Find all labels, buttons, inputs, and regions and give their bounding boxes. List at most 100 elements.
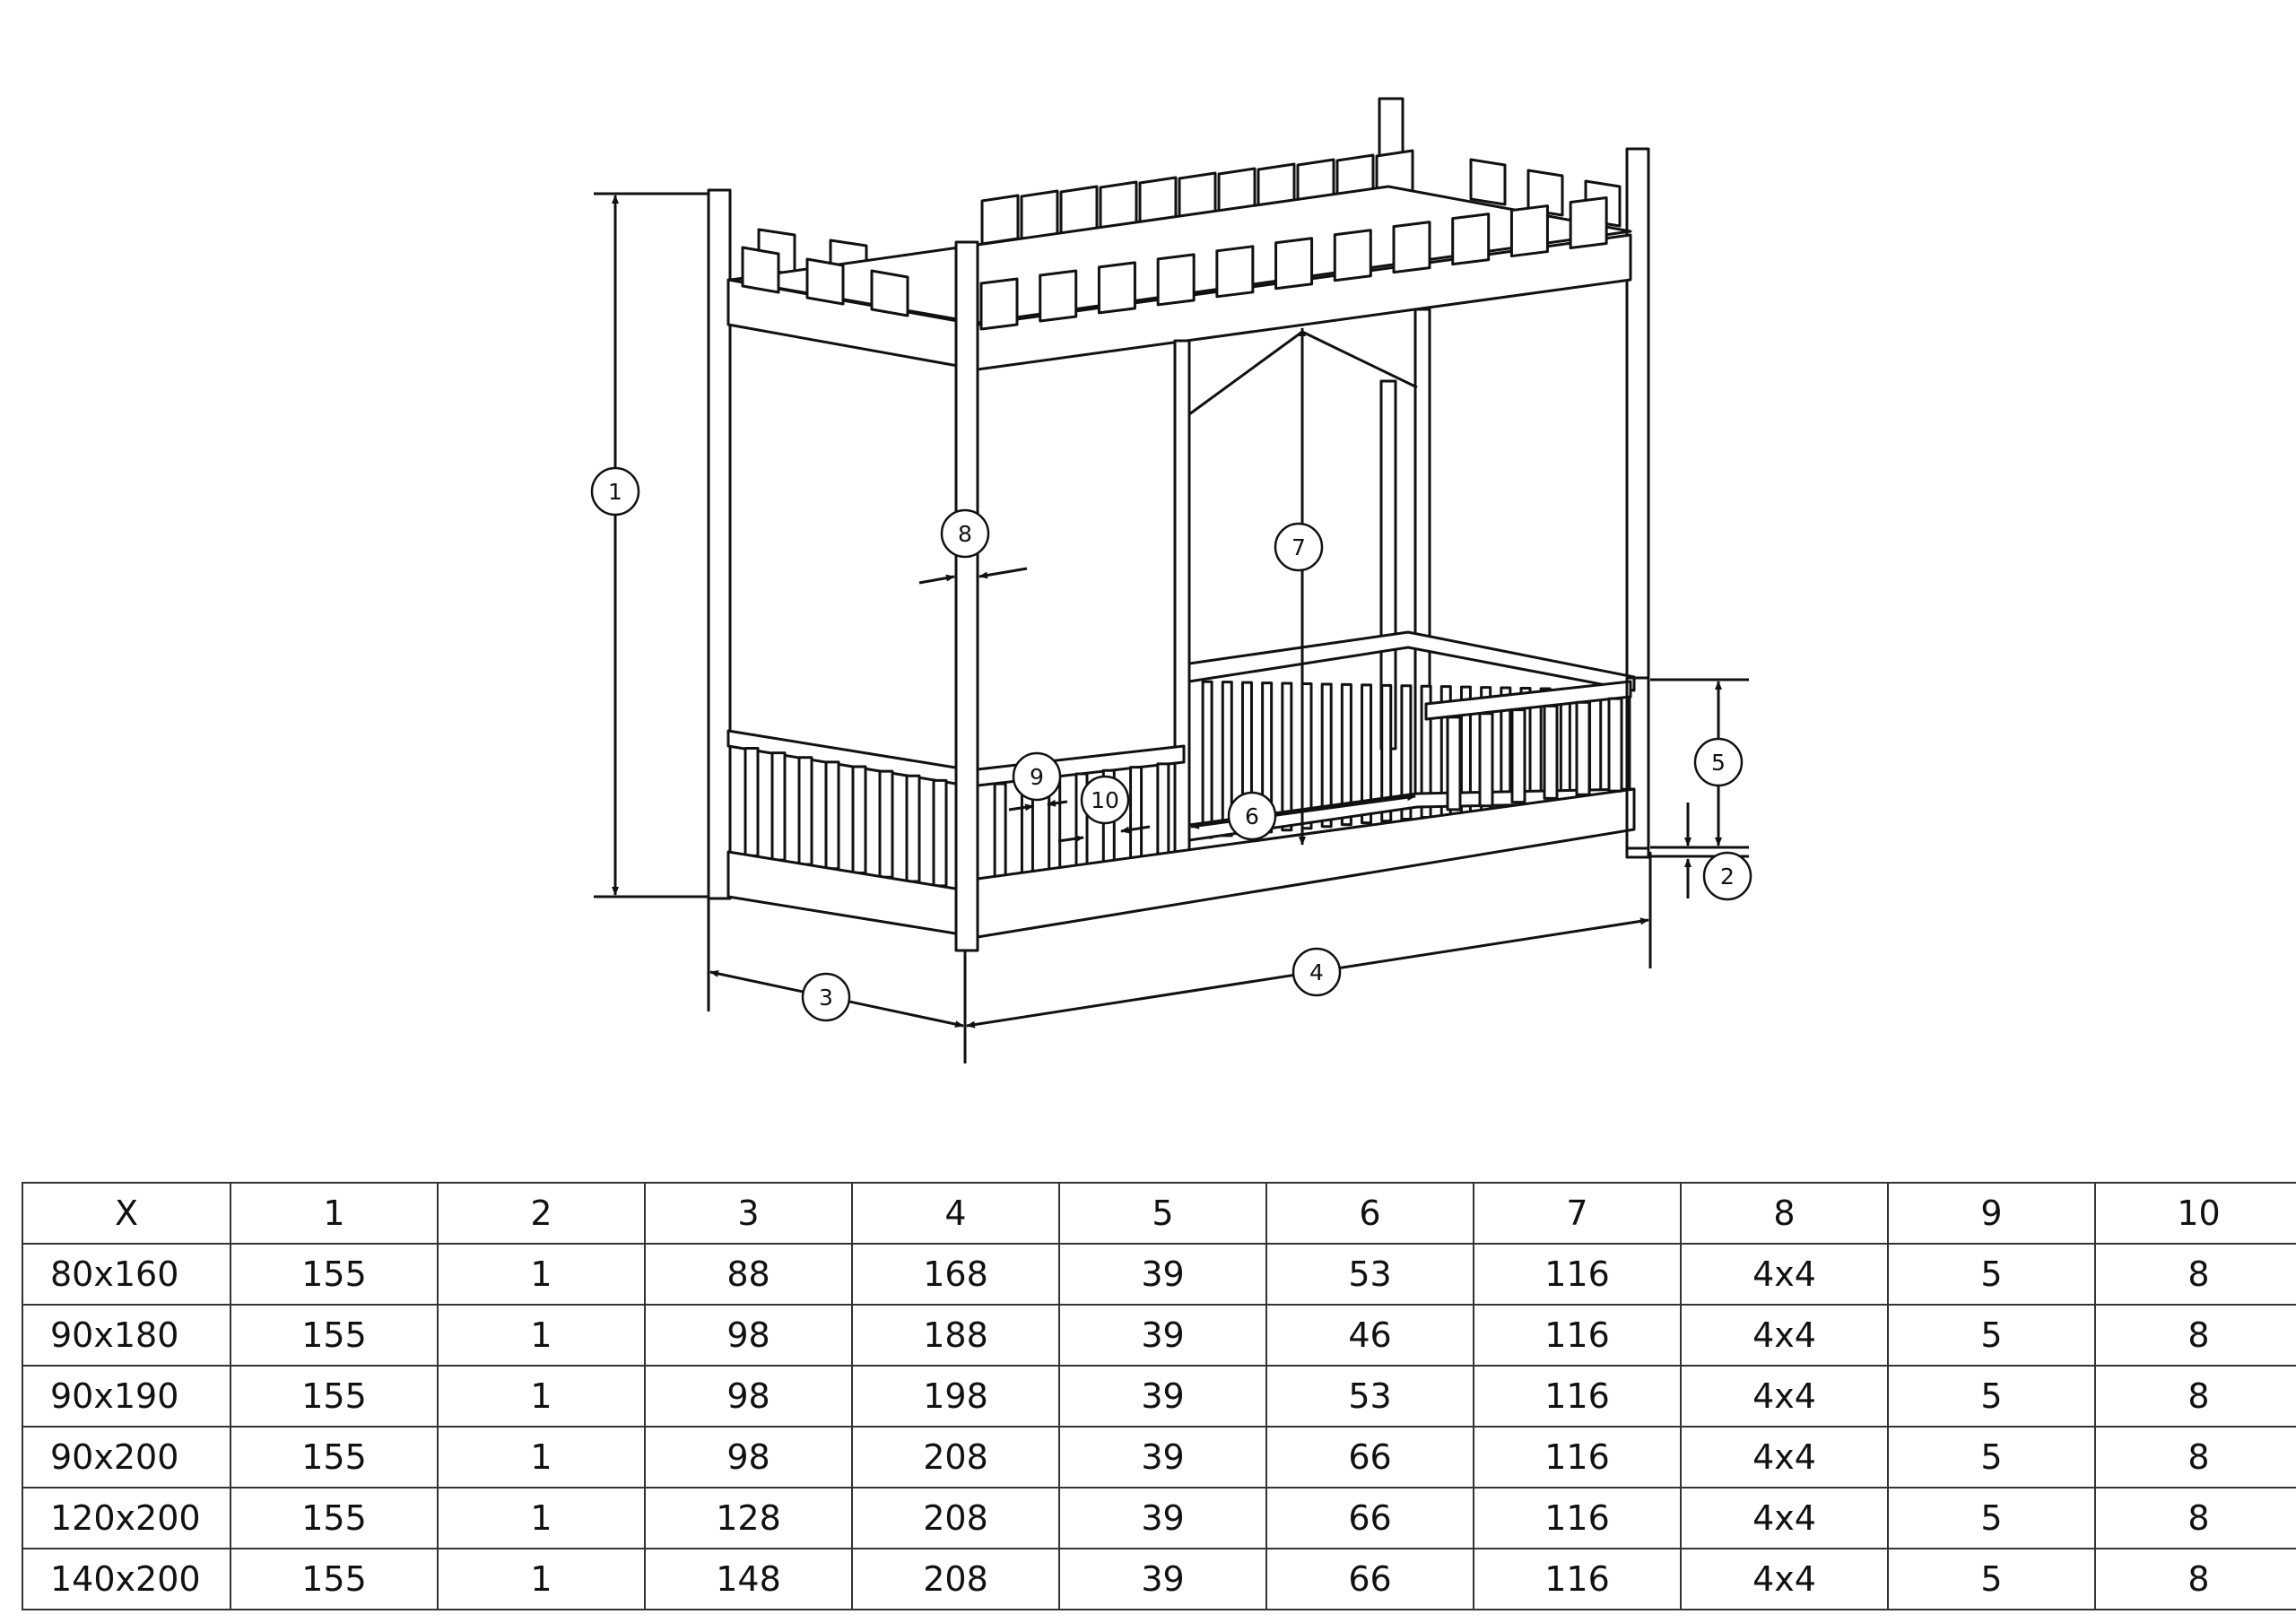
callout-circle: [1080, 775, 1130, 825]
table-cell: 1: [437, 1487, 646, 1549]
far-merlon: [1020, 189, 1059, 241]
table-cell: 4x4: [1680, 1304, 1889, 1367]
table-cell: 116: [1473, 1304, 1682, 1367]
rail-slat: [1156, 762, 1170, 855]
table-cell: 148: [644, 1548, 853, 1610]
rail-slat: [797, 756, 813, 866]
header-cell: 5: [1058, 1182, 1267, 1245]
dimension-1: [594, 192, 709, 898]
near-merlon: [1509, 204, 1549, 258]
header-cell: 2: [437, 1182, 646, 1245]
rail-slat: [1446, 716, 1462, 812]
row-size-cell: 80x160: [22, 1243, 231, 1306]
far-merlon: [1469, 158, 1507, 206]
table-cell: 4x4: [1680, 1487, 1889, 1549]
table-cell: 4x4: [1680, 1426, 1889, 1488]
header-cell: 6: [1265, 1182, 1474, 1245]
callout-number: 8: [958, 521, 972, 547]
near-merlon: [1039, 269, 1078, 323]
table-cell: 39: [1058, 1426, 1267, 1488]
callout-1: 1: [590, 466, 640, 516]
table-cell: 39: [1058, 1548, 1267, 1610]
callout-number: 3: [819, 985, 833, 1011]
table-cell: 53: [1265, 1365, 1474, 1428]
header-cell: 3: [644, 1182, 853, 1245]
table-cell: 46: [1265, 1304, 1474, 1367]
header-cell: 4: [851, 1182, 1060, 1245]
row-size-cell: 120x200: [22, 1487, 231, 1549]
table-cell: 4x4: [1680, 1243, 1889, 1306]
callout-circle: [801, 972, 851, 1022]
rail-slat: [1510, 708, 1526, 804]
dimension-9: [1008, 799, 1068, 812]
callout-5: 5: [1693, 737, 1744, 787]
dimension-lines: [594, 192, 1749, 1063]
table-cell: 208: [851, 1487, 1060, 1549]
callout-7: 7: [1274, 522, 1324, 572]
callout-3: 3: [801, 972, 851, 1022]
far-merlon: [1526, 169, 1564, 217]
table-cell: 8: [2094, 1304, 2296, 1367]
roof-near-battlements: [741, 196, 1608, 331]
table-cell: 155: [230, 1426, 439, 1488]
table-cell: 155: [230, 1304, 439, 1367]
table-cell: 188: [851, 1304, 1060, 1367]
table-cell: 39: [1058, 1487, 1267, 1549]
table-cell: 208: [851, 1426, 1060, 1488]
rail-slat: [1607, 697, 1623, 793]
near-merlon: [1274, 237, 1314, 291]
table-cell: 116: [1473, 1243, 1682, 1306]
table-cell: 39: [1058, 1304, 1267, 1367]
near-merlon: [741, 246, 780, 294]
rail-slat: [1559, 687, 1571, 806]
dimension-8: [918, 567, 1028, 585]
rail-slat: [851, 765, 867, 874]
table-cell: 168: [851, 1243, 1060, 1306]
callout-8: 8: [940, 508, 990, 559]
table-cell: 5: [1887, 1365, 2096, 1428]
table-cell: 5: [1887, 1243, 2096, 1306]
rail-slat: [824, 760, 840, 871]
callout-6: 6: [1227, 791, 1277, 841]
header-cell: 9: [1887, 1182, 2096, 1245]
callout-circle: [1292, 947, 1342, 997]
table-cell: 8: [2094, 1548, 2296, 1610]
table-cell: 66: [1265, 1548, 1474, 1610]
callout-number: 10: [1091, 787, 1119, 813]
callout-number: 6: [1245, 803, 1259, 829]
table-cell: 53: [1265, 1243, 1474, 1306]
table-cell: 39: [1058, 1243, 1267, 1306]
near-merlon: [1392, 221, 1431, 274]
table-cell: 116: [1473, 1487, 1682, 1549]
header-cell: 1: [230, 1182, 439, 1245]
callout-4: 4: [1292, 947, 1342, 997]
table-cell: 116: [1473, 1365, 1682, 1428]
callout-number: 7: [1292, 534, 1306, 560]
table-cell: 1: [437, 1365, 646, 1428]
table-cell: 5: [1887, 1487, 2096, 1549]
table-cell: 155: [230, 1243, 439, 1306]
callout-number: 4: [1309, 959, 1324, 985]
table-cell: 1: [437, 1304, 646, 1367]
table-cell: 198: [851, 1365, 1060, 1428]
near-merlon: [1215, 245, 1255, 299]
table-cell: 208: [851, 1548, 1060, 1610]
callout-number: 1: [608, 479, 622, 505]
front-right-post: [1625, 676, 1650, 859]
table-cell: 155: [230, 1548, 439, 1610]
near-merlon: [1569, 196, 1608, 250]
rail-slat: [1478, 712, 1494, 808]
table-cell: 88: [644, 1243, 853, 1306]
table-cell: 155: [230, 1487, 439, 1549]
callout-circle: [1012, 751, 1062, 802]
row-size-cell: 90x190: [22, 1365, 231, 1428]
rail-slat: [1281, 681, 1293, 832]
rail-slat: [744, 747, 760, 857]
